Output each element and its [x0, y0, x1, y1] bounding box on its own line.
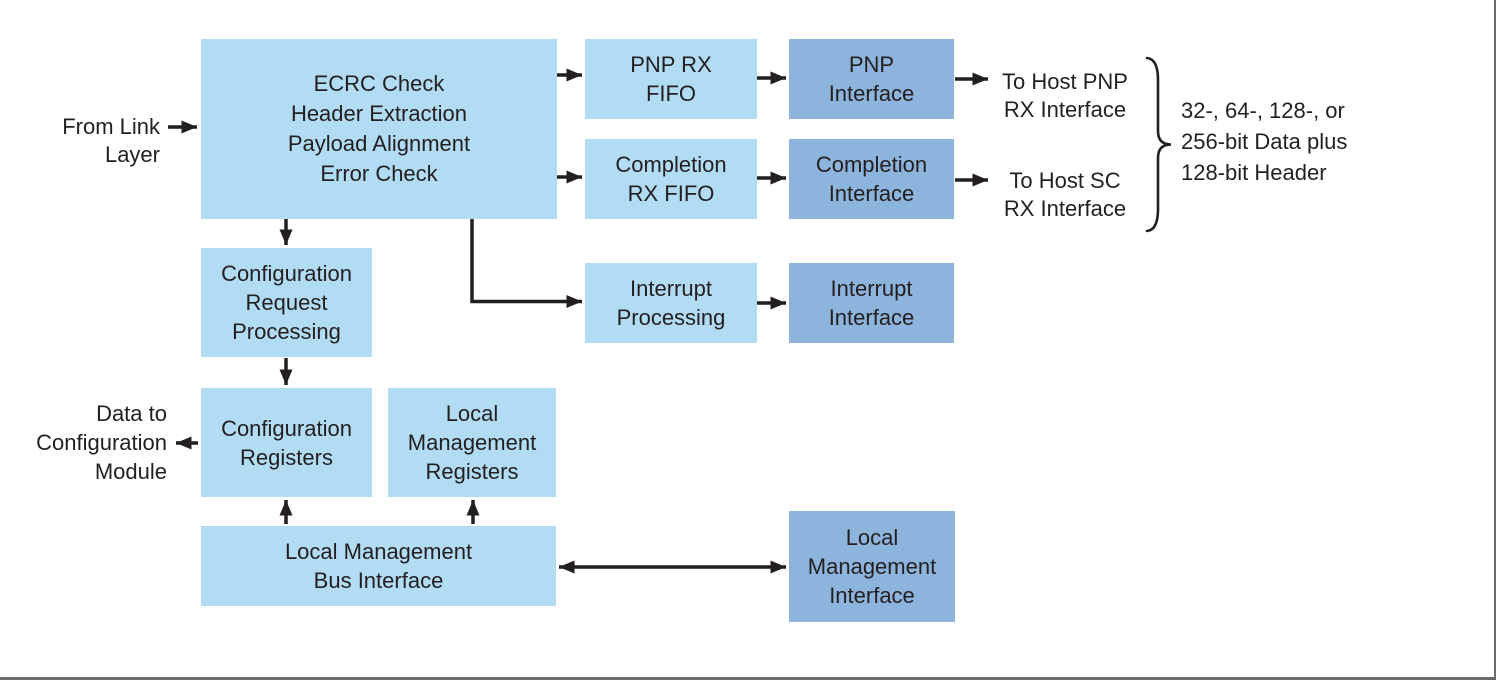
block-local-management-interface: Local Management Interface — [789, 511, 955, 622]
block-interrupt-interface: Interrupt Interface — [789, 263, 954, 343]
block-completion-interface: Completion Interface — [789, 139, 954, 219]
label-to-host-sc-rx-interface: To Host SC RX Interface — [1003, 168, 1127, 221]
block-pnp-rx-fifo: PNP RX FIFO — [585, 39, 757, 119]
block-local-management-bus-interface: Local Management Bus Interface — [201, 526, 556, 606]
block-ecrc-header-payload-error: ECRC Check Header Extraction Payload Ali… — [201, 39, 557, 219]
block-completion-rx-fifo: Completion RX FIFO — [585, 139, 757, 219]
label-bus-width-note: 32-, 64-, 128-, or 256-bit Data plus 128… — [1181, 98, 1348, 185]
block-interrupt-processing: Interrupt Processing — [585, 263, 757, 343]
elbow-ecrc-to-interrupt-processing — [470, 217, 582, 308]
block-local-management-registers: Local Management Registers — [388, 388, 556, 497]
brace-bus-width — [1145, 56, 1172, 233]
block-configuration-registers: Configuration Registers — [201, 388, 372, 497]
label-data-to-configuration-module: Data to Configuration Module — [36, 401, 167, 484]
label-to-host-pnp-rx-interface: To Host PNP RX Interface — [1002, 69, 1128, 122]
block-pnp-interface: PNP Interface — [789, 39, 954, 119]
block-configuration-request-processing: Configuration Request Processing — [201, 248, 372, 357]
label-from-link-layer: From Link Layer — [62, 114, 160, 167]
